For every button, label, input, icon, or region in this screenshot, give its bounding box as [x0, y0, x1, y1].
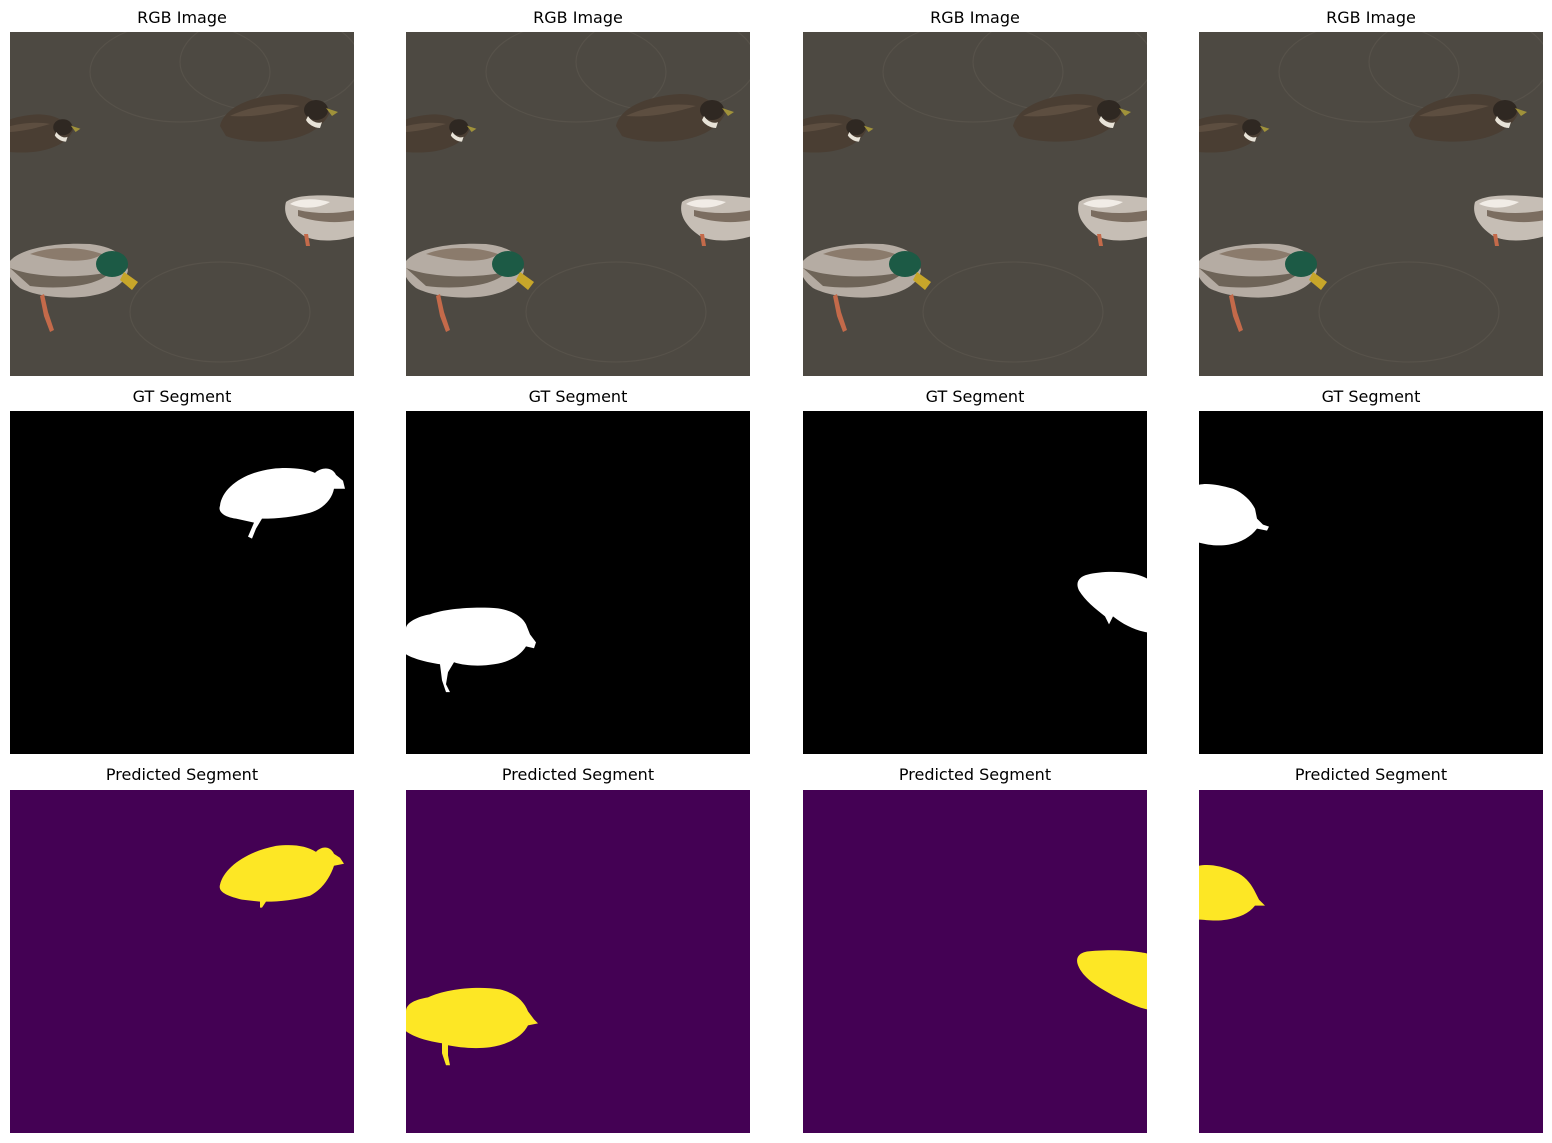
mallard-drake-right-edge	[681, 195, 750, 246]
mallard-drake-right-edge	[1474, 195, 1543, 246]
gt-panel	[406, 411, 750, 754]
gt-panel-title: GT Segment	[528, 387, 628, 406]
pred-mask-region-duck-left-edge	[1199, 865, 1265, 921]
rgb-panel-title: RGB Image	[137, 8, 227, 27]
gt-mask-background	[406, 411, 750, 754]
mallard-drake-right-edge	[285, 195, 354, 246]
rgb-panel-title: RGB Image	[930, 8, 1020, 27]
mallard-hen-top-right	[220, 94, 338, 142]
mallard-drake-bottom-left	[1199, 243, 1327, 332]
rgb-panel-title: RGB Image	[1326, 8, 1416, 27]
mallard-hen-top-left	[1199, 114, 1270, 153]
gt-panel	[1199, 411, 1543, 754]
pred-mask-background	[1199, 790, 1543, 1133]
rgb-panel	[10, 32, 354, 376]
pred-panel-title: Predicted Segment	[105, 765, 259, 784]
gt-panel-title: GT Segment	[1321, 387, 1421, 406]
pred-panel-title: Predicted Segment	[898, 765, 1052, 784]
gt-panel-title: GT Segment	[925, 387, 1025, 406]
gt-mask-background	[10, 411, 354, 754]
mallard-drake-bottom-left	[803, 243, 931, 332]
rgb-panel	[406, 32, 750, 376]
pred-panel	[803, 790, 1147, 1133]
pred-panel	[406, 790, 750, 1133]
water-ripple	[922, 261, 1104, 363]
water-ripple	[1318, 261, 1500, 363]
water-ripple	[485, 32, 667, 123]
water-ripple	[1278, 32, 1460, 123]
pred-panel	[10, 790, 354, 1133]
water-ripple	[525, 261, 707, 363]
water-ripple	[89, 32, 271, 123]
pred-panel	[1199, 790, 1543, 1133]
gt-mask-region-duck-top-right	[219, 468, 345, 539]
water-ripple	[129, 261, 311, 363]
pred-mask-background	[406, 790, 750, 1133]
gt-panel	[803, 411, 1147, 754]
pred-panel-title: Predicted Segment	[501, 765, 655, 784]
mallard-hen-top-right	[616, 94, 734, 142]
gt-mask-region-duck-right-edge	[1077, 571, 1147, 633]
pred-mask-region-duck-right-edge	[1077, 950, 1147, 1010]
pred-panel-title: Predicted Segment	[1294, 765, 1448, 784]
mallard-hen-top-left	[803, 114, 874, 153]
pred-mask-region-duck-bottom-left	[406, 987, 538, 1066]
pred-mask-region-duck-top-right	[219, 845, 344, 908]
mallard-hen-top-right	[1409, 94, 1527, 142]
gt-mask-region-duck-left-edge	[1199, 484, 1269, 546]
mallard-drake-right-edge	[1078, 195, 1147, 246]
gt-mask-region-duck-bottom-left	[406, 607, 536, 693]
mallard-drake-bottom-left	[10, 243, 138, 332]
water-ripple	[882, 32, 1064, 123]
rgb-panel	[803, 32, 1147, 376]
mallard-hen-top-left	[10, 114, 81, 153]
gt-panel-title: GT Segment	[132, 387, 232, 406]
gt-panel	[10, 411, 354, 754]
gt-mask-background	[1199, 411, 1543, 754]
mallard-hen-top-left	[406, 114, 477, 153]
mallard-hen-top-right	[1013, 94, 1131, 142]
mallard-drake-bottom-left	[406, 243, 534, 332]
rgb-panel-title: RGB Image	[533, 8, 623, 27]
rgb-panel	[1199, 32, 1543, 376]
pred-mask-background	[10, 790, 354, 1133]
